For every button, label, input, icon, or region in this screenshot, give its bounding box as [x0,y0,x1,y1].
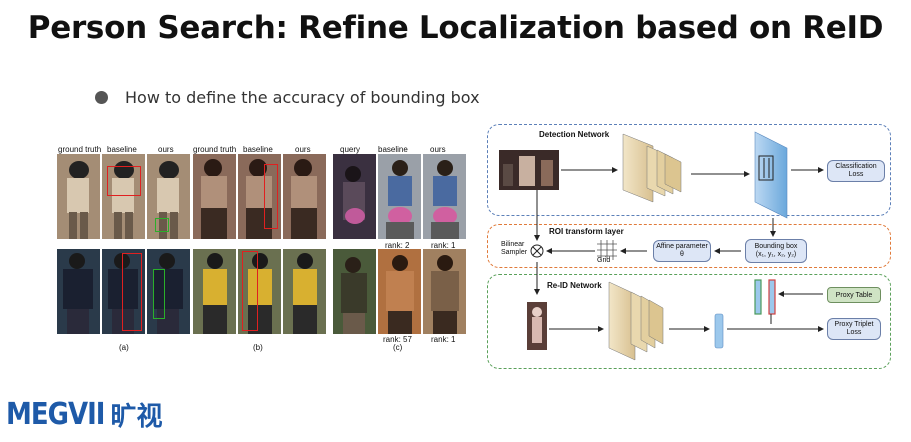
photo-baseline-b-2 [238,249,281,334]
proxy-bars [754,279,776,315]
photo-baseline-a-2 [102,249,145,334]
roi-region [487,224,891,268]
photo-ours-a-2 [147,249,190,334]
photo-ours-b-1 [283,154,326,239]
bullet-item: How to define the accuracy of bounding b… [95,88,480,107]
detection-feature-stack [622,133,682,203]
header-baseline-a: baseline [107,145,137,154]
photo-ours-c-1 [423,154,466,239]
cropped-person-image [527,302,547,350]
logo-cjk: 旷视 [110,402,163,432]
grid-icon [597,240,617,260]
photo-ours-b-2 [283,249,326,334]
photo-baseline-c-1 [378,154,421,239]
photo-ours-a-1 [147,154,190,239]
slide-title: Person Search: Refine Localization based… [27,10,884,46]
detection-network-label: Detection Network [539,130,610,139]
bounding-box-label: Bounding box [754,242,798,250]
baseline-box [242,251,258,331]
header-ground-truth-a: ground truth [58,145,102,154]
photo-baseline-a-1 [102,154,145,239]
caption-b: (b) [253,343,263,352]
rank-baseline-top: rank: 2 [385,241,410,250]
sampler-icon [530,244,544,258]
header-baseline-b: baseline [243,145,273,154]
detection-region [487,124,891,216]
photo-gt-a-2 [57,249,100,334]
photo-baseline-c-2 [378,249,421,334]
baseline-box [107,166,141,196]
network-diagram: Detection Network ROI transform layer Re… [487,124,893,372]
header-ours-c: ours [430,145,446,154]
logo-latin: MEGVII [6,397,105,432]
baseline-box [122,253,142,331]
affine-parameter-box: Affine parameter θ [653,240,711,262]
rank-ours-bottom: rank: 1 [431,335,456,344]
photo-gt-a-1 [57,154,100,239]
input-image [499,150,559,190]
reid-region [487,274,891,369]
photo-gt-b-2 [193,249,236,334]
bullet-text: How to define the accuracy of bounding b… [125,88,480,107]
photo-baseline-b-1 [238,154,281,239]
rpn-feature-map [754,131,788,219]
proxy-table-box: Proxy Table [827,287,881,303]
header-query: query [340,145,361,154]
bilinear-sampler-label: Bilinear Sampler [501,241,528,257]
diagram-graphics [530,131,824,361]
ours-box [153,269,165,319]
caption-a: (a) [119,343,129,352]
feature-vector [714,313,724,349]
caption-c: (c) [393,343,403,352]
reid-network-label: Re-ID Network [547,281,602,290]
bounding-box-coords: (x₁, y₁, x₂, y₂) [755,251,797,258]
photo-gt-b-1 [193,154,236,239]
roi-layer-label: ROI transform layer [549,227,624,236]
baseline-box [264,164,278,229]
photo-query-2 [333,249,376,334]
classification-loss-box: Classification Loss [827,160,885,182]
photo-query-1 [333,154,376,239]
header-ground-truth-b: ground truth [193,145,237,154]
bounding-box-box: Bounding box (x₁, y₁, x₂, y₂) [745,239,807,263]
reid-feature-stack [608,281,664,361]
header-ours-b: ours [295,145,311,154]
header-ours-a: ours [158,145,174,154]
megvii-logo: MEGVII 旷视 [6,396,162,433]
grid-label: Grid [597,257,611,264]
header-baseline-c: baseline [378,145,408,154]
person-search-figure: ground truth baseline ours ground truth … [55,140,467,355]
proxy-triplet-loss-box: Proxy Triplet Loss [827,318,881,340]
rank-baseline-bottom: rank: 57 [383,335,412,344]
rank-ours-top: rank: 1 [431,241,456,250]
ours-box [155,218,169,232]
bullet-dot-icon [95,91,108,104]
photo-ours-c-2 [423,249,466,334]
